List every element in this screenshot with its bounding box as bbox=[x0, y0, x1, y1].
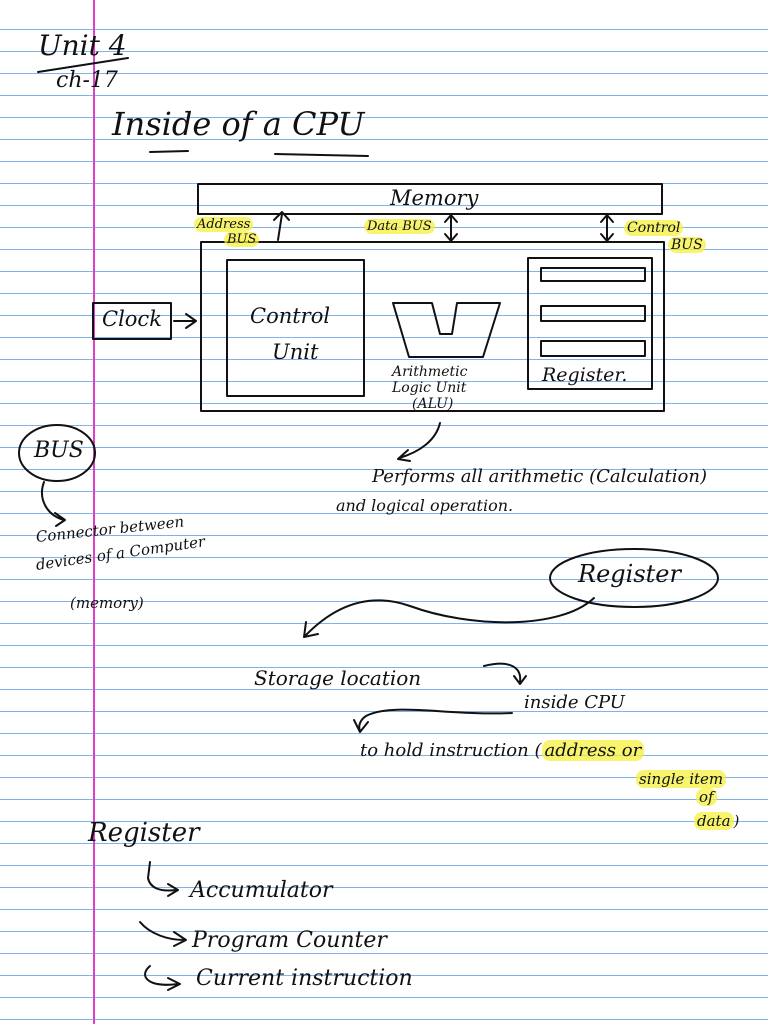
inside-cpu-arrow bbox=[353, 708, 513, 733]
control-bus-line1: Control bbox=[624, 220, 684, 236]
bus-bubble-label: BUS bbox=[34, 438, 84, 463]
title-underline-1 bbox=[149, 150, 189, 153]
data-bus-label: Data BUS bbox=[364, 219, 435, 234]
register-slot bbox=[540, 340, 646, 357]
data-word: data) bbox=[694, 812, 740, 830]
control-unit-line2: Unit bbox=[272, 340, 319, 364]
to-hold-instruction: to hold instruction (address or bbox=[360, 740, 645, 761]
alu-description-line2: and logical operation. bbox=[336, 496, 514, 515]
data-bus-arrow bbox=[444, 214, 458, 242]
address-bus-line1: Address bbox=[194, 217, 254, 232]
storage-location: Storage location bbox=[254, 666, 422, 690]
margin-line bbox=[93, 0, 95, 1024]
single-item: single item bbox=[636, 770, 727, 788]
alu-line1: Arithmetic bbox=[392, 364, 468, 380]
current-instruction-hook bbox=[144, 965, 181, 991]
data-text: data bbox=[694, 812, 734, 830]
to-hold-text: to hold instruction ( bbox=[360, 740, 542, 761]
register-item-accumulator: Accumulator bbox=[190, 878, 333, 903]
register-long-arrow bbox=[303, 597, 595, 638]
memory-box bbox=[197, 183, 663, 215]
cpu-box bbox=[200, 241, 665, 412]
alu-label: Arithmetic Logic Unit (ALU) bbox=[392, 364, 467, 412]
register-slot bbox=[540, 267, 646, 282]
alu-note-arrow bbox=[397, 422, 441, 462]
control-bus-line2: BUS bbox=[668, 236, 706, 253]
data-bus-text: Data BUS bbox=[364, 219, 435, 234]
alu-line3: (ALU) bbox=[412, 396, 454, 413]
control-unit-line1: Control bbox=[250, 304, 331, 328]
register-item-current-instruction: Current instruction bbox=[196, 966, 413, 991]
alu-description-line1: Performs all arithmetic (Calculation) bbox=[372, 466, 707, 487]
close-paren: ) bbox=[733, 812, 740, 830]
of-text: of bbox=[696, 788, 717, 806]
register-heading: Register bbox=[88, 818, 200, 848]
single-item-text: single item bbox=[636, 770, 727, 788]
chapter-label: ch-17 bbox=[56, 68, 118, 93]
accumulator-hook bbox=[147, 861, 179, 897]
unit-underline bbox=[37, 57, 129, 73]
register-outer-box bbox=[527, 257, 653, 390]
register-slot bbox=[540, 305, 646, 322]
storage-arrow bbox=[483, 662, 527, 685]
address-bus-label: Address BUS bbox=[194, 217, 260, 248]
address-bus-line2: BUS bbox=[224, 231, 260, 247]
address-or-text: address or bbox=[541, 740, 645, 761]
clock-box bbox=[92, 302, 172, 340]
alu-shape bbox=[392, 302, 501, 358]
bus-description-line3: (memory) bbox=[70, 594, 144, 612]
control-unit-box bbox=[226, 259, 365, 397]
bus-bubble bbox=[18, 424, 96, 482]
of-word: of bbox=[696, 788, 717, 806]
register-label: Register. bbox=[542, 364, 628, 386]
bus-arrow bbox=[41, 481, 66, 527]
register-bubble bbox=[549, 548, 719, 608]
control-bus-arrow bbox=[600, 214, 614, 242]
address-bus-arrow bbox=[273, 211, 290, 241]
register-bubble-label: Register bbox=[578, 560, 681, 588]
control-bus-label: Control BUS bbox=[624, 220, 706, 254]
unit-label: Unit 4 bbox=[38, 29, 127, 62]
inside-cpu: inside CPU bbox=[524, 692, 625, 713]
title-underline-2 bbox=[274, 153, 369, 157]
clock-arrow bbox=[173, 313, 197, 329]
clock-label: Clock bbox=[102, 307, 162, 331]
register-item-program-counter: Program Counter bbox=[192, 928, 387, 953]
memory-label: Memory bbox=[390, 186, 479, 210]
program-counter-hook bbox=[139, 921, 187, 947]
page-title: Inside of a CPU bbox=[112, 105, 365, 143]
alu-line2: Logic Unit bbox=[392, 380, 467, 397]
